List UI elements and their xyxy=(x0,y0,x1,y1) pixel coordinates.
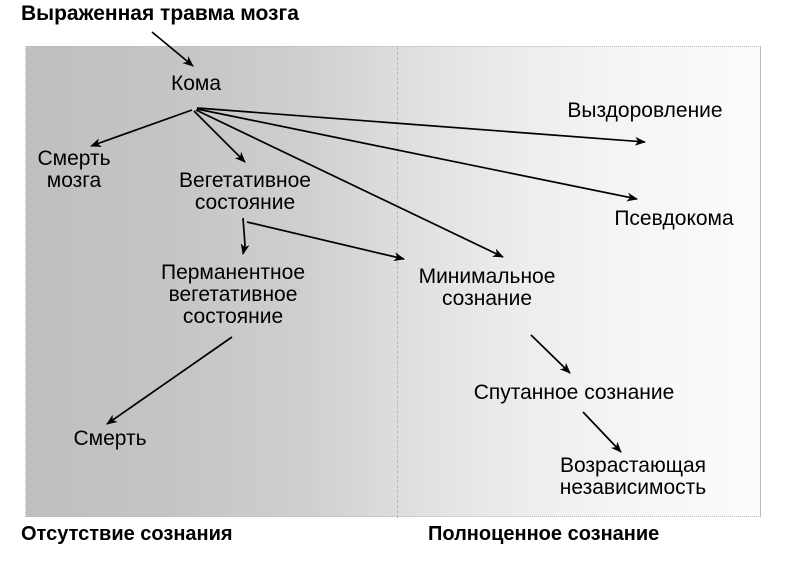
panel-divider xyxy=(397,47,398,518)
caption-no-consciousness: Отсутствие сознания xyxy=(21,523,233,545)
node-pseudocoma: Псевдокома xyxy=(614,207,734,230)
node-recovery: Выздоровление xyxy=(567,99,723,122)
node-coma: Кома xyxy=(170,72,222,95)
node-permanent-vegetative-state: Перманентное вегетативное состояние xyxy=(160,261,306,328)
node-vegetative-state: Вегетативное состояние xyxy=(179,169,311,214)
node-brain-death: Смерть мозга xyxy=(37,147,111,192)
node-increasing-independence: Возрастающая независимость xyxy=(559,454,707,499)
figure-title: Выраженная травма мозга xyxy=(21,2,299,25)
node-death: Смерть xyxy=(73,427,147,450)
node-confused-consciousness: Спутанное сознание xyxy=(473,381,675,404)
caption-full-consciousness: Полноценное сознание xyxy=(428,523,660,545)
node-minimal-consciousness: Минимальное сознание xyxy=(418,265,556,310)
